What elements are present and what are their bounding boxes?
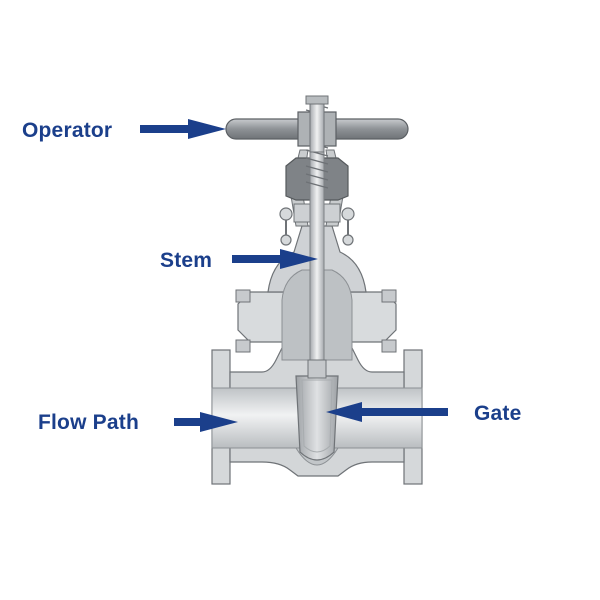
stem-arrow	[232, 249, 318, 269]
operator-handle	[225, 103, 409, 153]
label-stem: Stem	[160, 249, 212, 272]
bonnet-bolt-left-bottom	[235, 339, 251, 353]
gate-arrow	[326, 402, 448, 422]
callout-labels: Operator Stem Flow Path Gate	[22, 119, 522, 434]
gate-wedge-body	[295, 375, 339, 461]
bonnet-bolt-right-top	[381, 289, 397, 303]
callout-arrows	[140, 119, 448, 432]
bonnet-bolt-left-top	[235, 289, 251, 303]
bonnet-bolt-right-bottom	[381, 339, 397, 353]
gland-eyebolt-left	[279, 207, 293, 221]
operator-arrow	[140, 119, 226, 139]
gland-eyebolt-right	[341, 207, 355, 221]
label-operator: Operator	[22, 119, 112, 142]
label-flow-path: Flow Path	[38, 411, 139, 434]
gate-wedge	[295, 359, 339, 461]
flow-path-arrow	[174, 412, 238, 432]
gland-pivot-left	[280, 234, 292, 246]
label-gate: Gate	[474, 402, 522, 425]
gland-pivot-right	[342, 234, 354, 246]
